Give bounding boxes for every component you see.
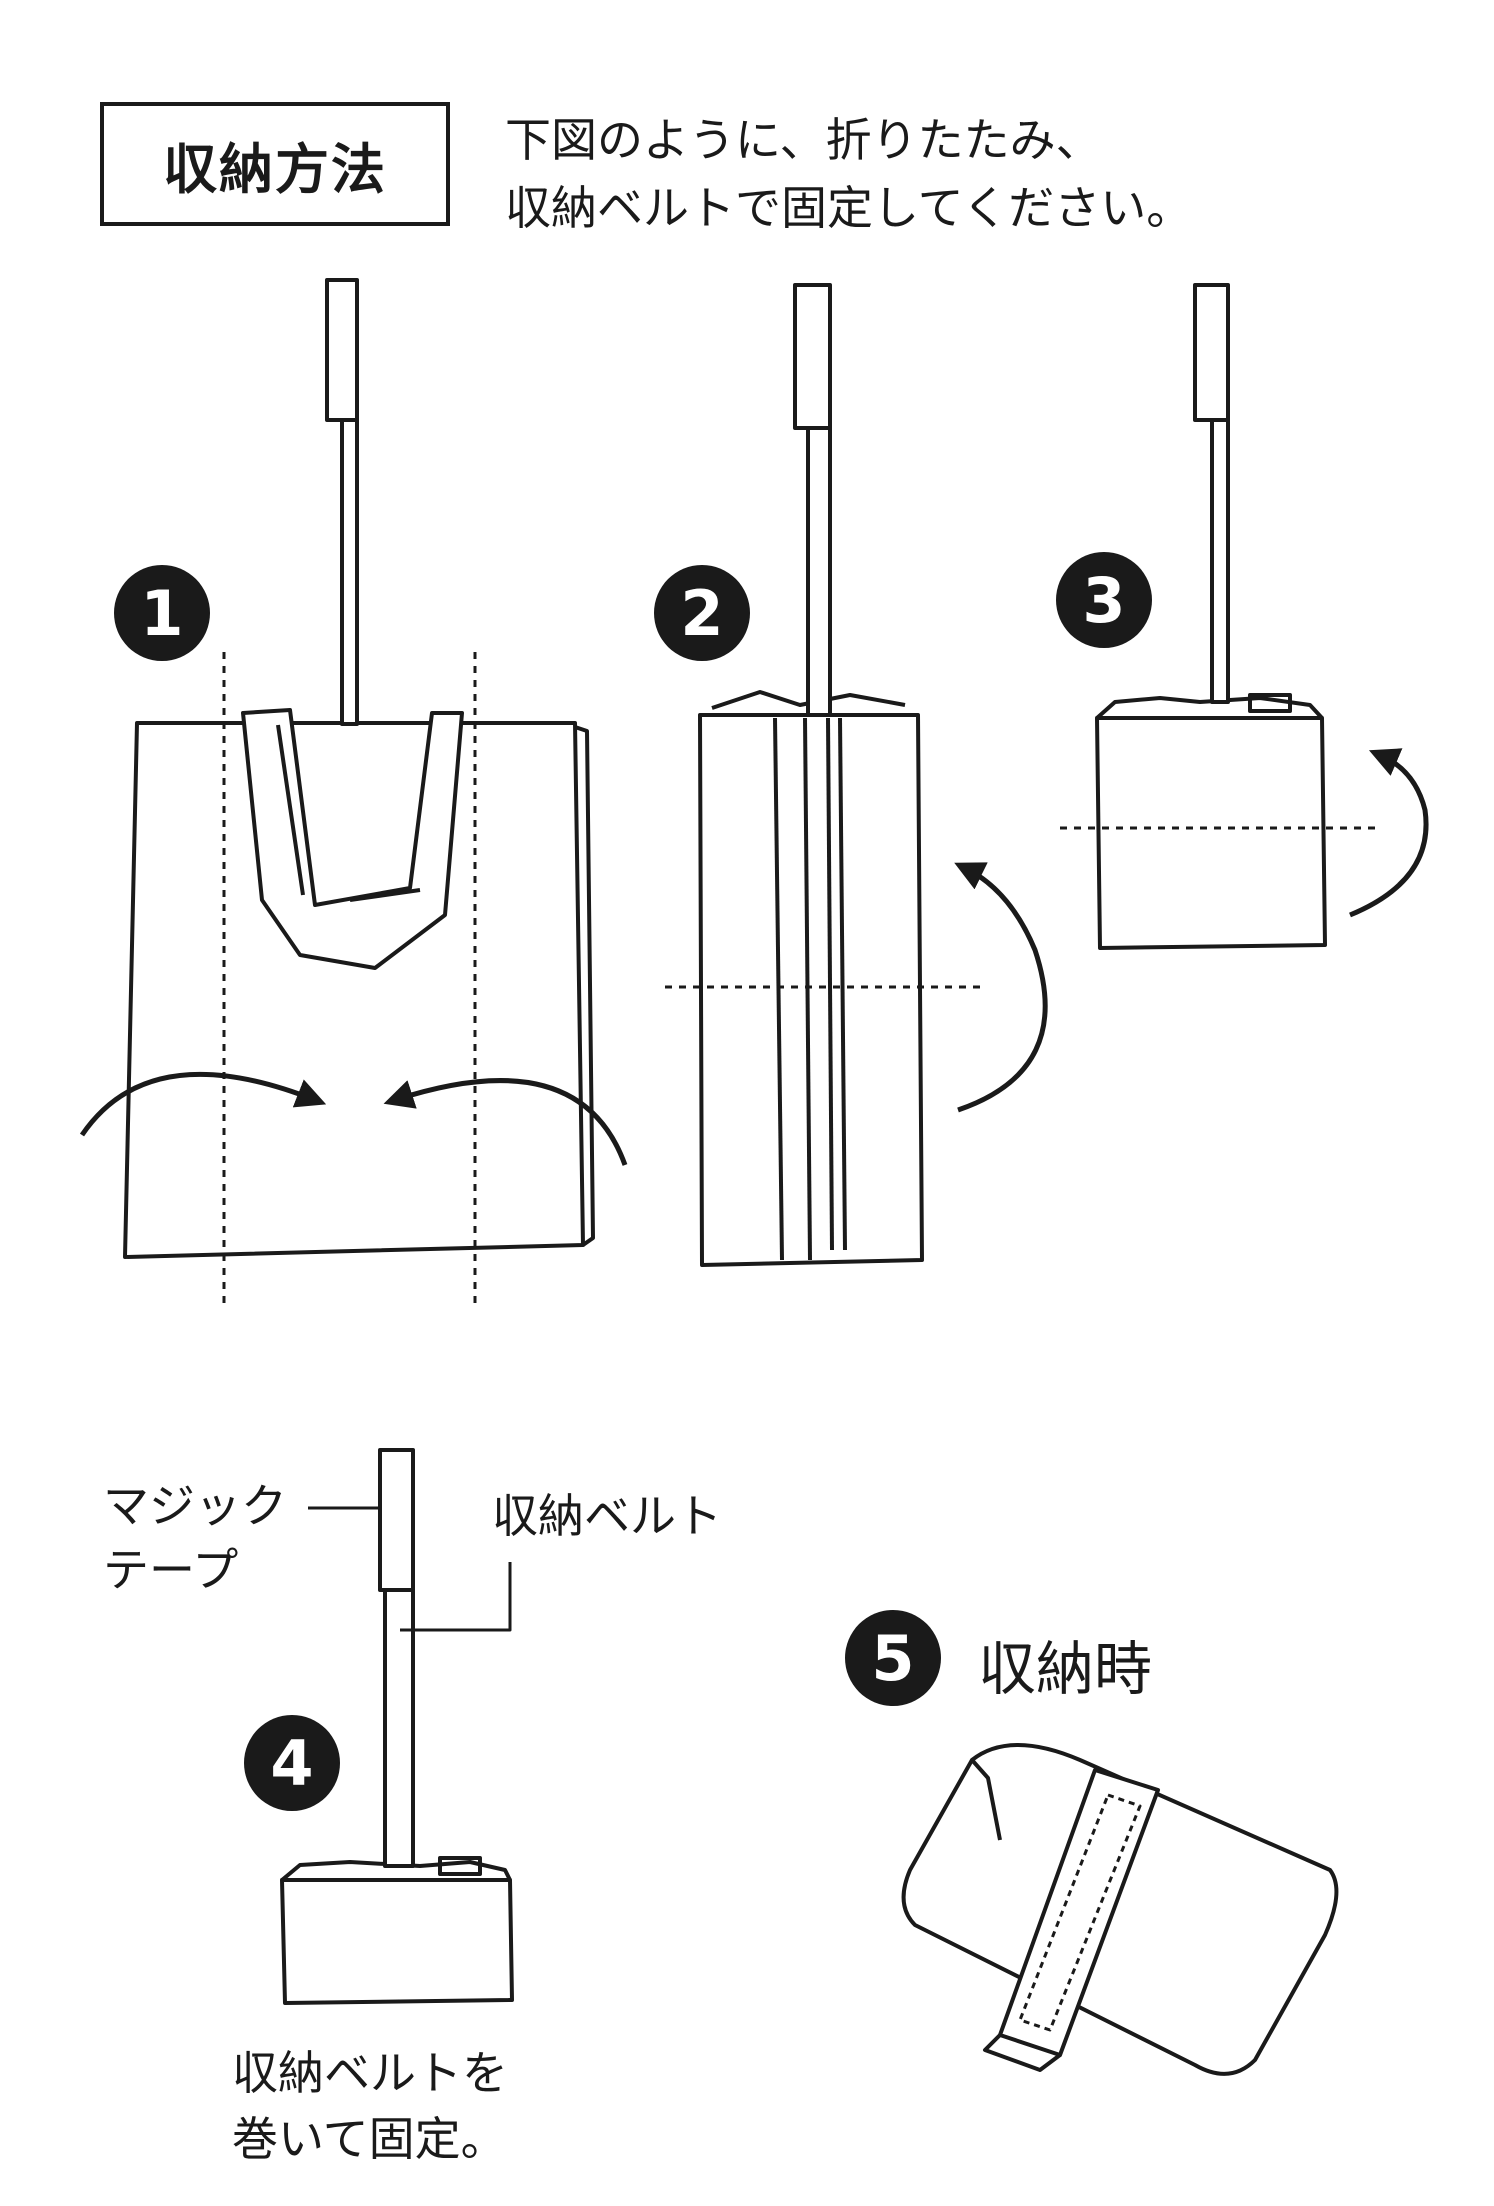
step5-stored-roll-illustration [901,1743,1339,2076]
instruction-line-1: 下図のように、折りたたみ、 [505,113,1102,167]
step-badge-4: 4 [244,1715,340,1811]
title-box: 収納方法 [100,102,450,226]
step1-bag-illustration [79,278,628,1310]
step-badge-2: 2 [654,565,750,661]
magic-tape-label: マジック テープ [103,1479,287,1597]
page-title: 収納方法 [163,137,387,201]
stored-state-caption: 収納時 [978,1635,1153,1703]
step4-belt-illustration [280,1448,514,2005]
instruction-text: 下図のように、折りたたみ、 収納ベルトで固定してください。 [505,106,1192,242]
step3-folded-block-illustration [1060,283,1429,950]
step2-folded-column-illustration [665,283,1048,1267]
storage-belt-label: 収納ベルト [492,1489,722,1543]
step-badge-3: 3 [1056,552,1152,648]
instruction-line-2: 収納ベルトで固定してください。 [505,181,1193,235]
step-badge-1: 1 [114,565,210,661]
fix-belt-caption: 収納ベルトを 巻いて固定。 [232,2046,508,2166]
step-badge-5: 5 [845,1610,941,1706]
